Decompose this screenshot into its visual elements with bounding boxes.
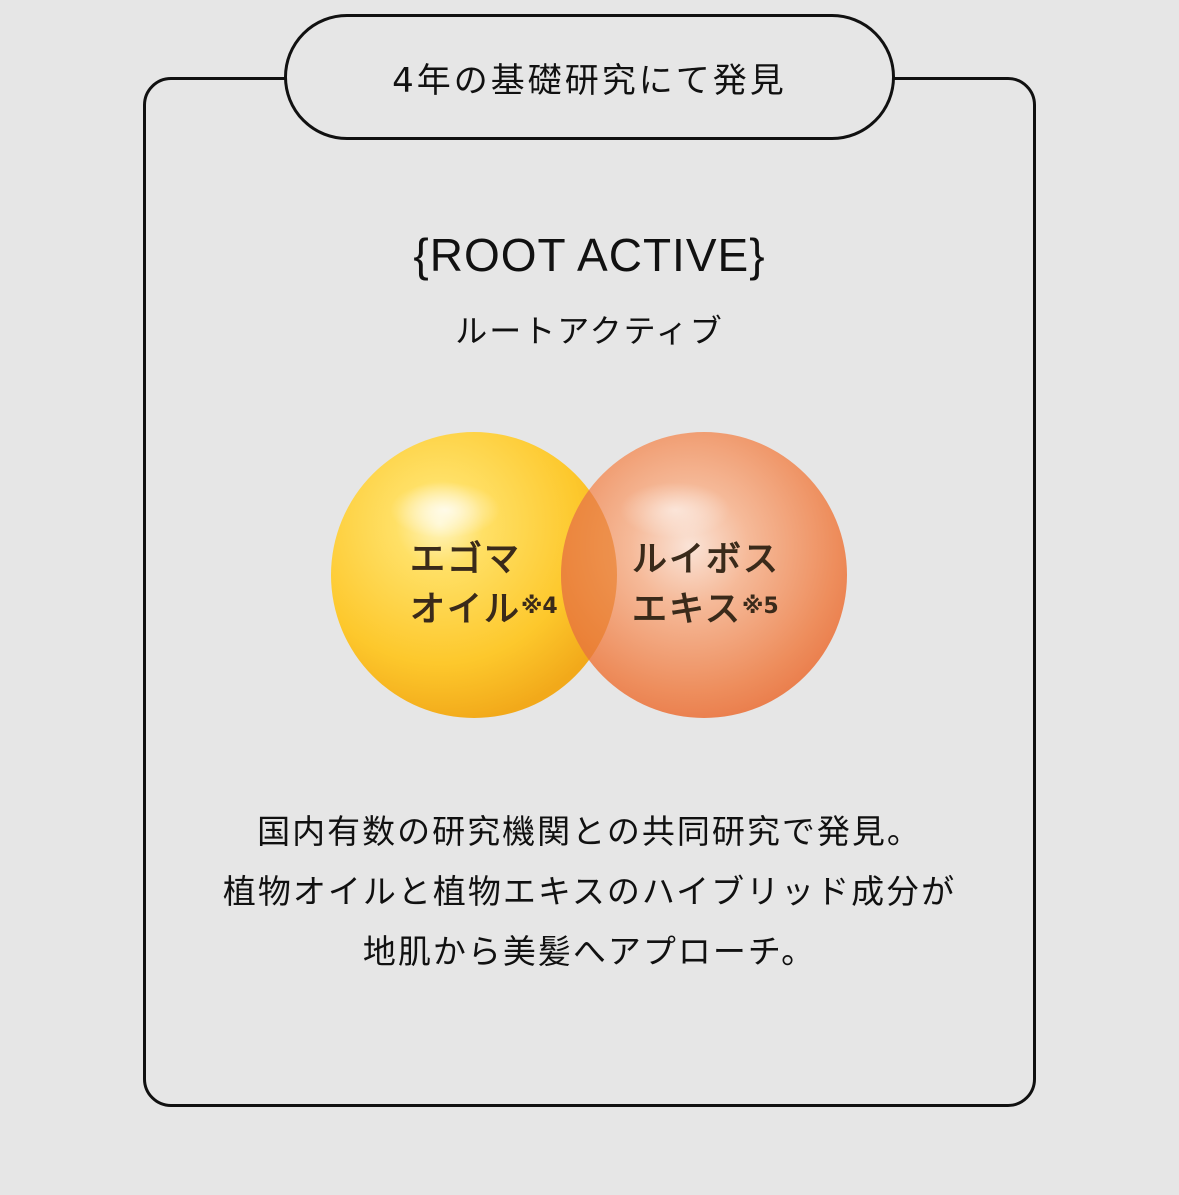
description-line1: 国内有数の研究機関との共同研究で発見。 — [257, 812, 922, 851]
egoma-label-line1: エゴマ — [410, 540, 522, 580]
research-badge: 4年の基礎研究にて発見 — [284, 14, 895, 140]
rooibos-label-line2: エキス — [632, 590, 742, 630]
ingredient-venn-diagram: エゴマ オイル※4 ルイボス エキス※5 — [330, 430, 850, 720]
product-title-english: {ROOT ACTIVE} — [413, 229, 766, 281]
egoma-highlight — [390, 482, 500, 538]
egoma-footnote-mark: ※4 — [521, 594, 558, 619]
description-text: 国内有数の研究機関との共同研究で発見。 植物オイルと植物エキスのハイブリッド成分… — [0, 802, 1179, 982]
product-title-japanese: ルートアクティブ — [455, 312, 724, 350]
rooibos-label-line1: ルイボス — [632, 540, 781, 580]
egoma-label-line2: オイル — [410, 590, 522, 630]
rooibos-footnote-mark: ※5 — [741, 594, 779, 619]
egoma-oil-label: エゴマ オイル※4 — [410, 535, 558, 640]
venn-circles — [331, 432, 847, 718]
research-badge-label: 4年の基礎研究にて発見 — [392, 60, 787, 101]
rooibos-highlight — [620, 482, 730, 538]
rooibos-extract-label: ルイボス エキス※5 — [632, 535, 780, 640]
description-line2: 植物オイルと植物エキスのハイブリッド成分が — [222, 872, 957, 911]
description-line3: 地肌から美髪へアプローチ。 — [362, 932, 817, 971]
